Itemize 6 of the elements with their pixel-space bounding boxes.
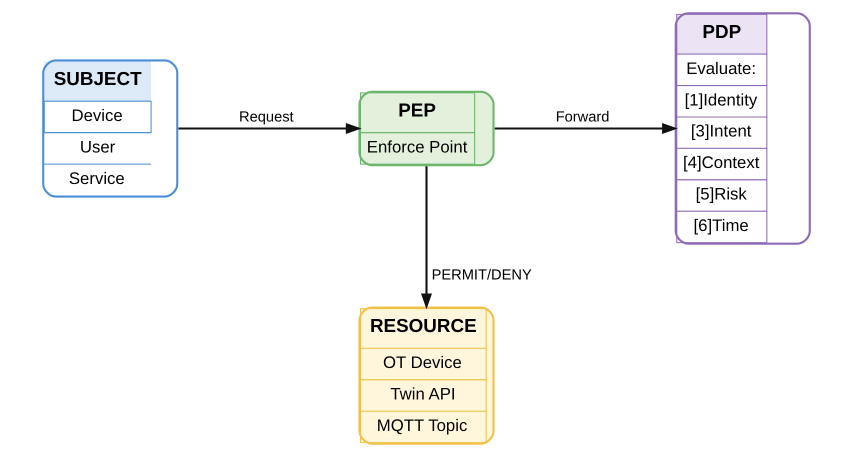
edge-label: PERMIT/DENY: [432, 267, 532, 284]
arrow: [421, 166, 432, 310]
edge-label: Forward: [556, 109, 610, 126]
edge-label: Request: [239, 109, 294, 126]
arrow: [494, 122, 678, 134]
arrow: [178, 122, 362, 134]
